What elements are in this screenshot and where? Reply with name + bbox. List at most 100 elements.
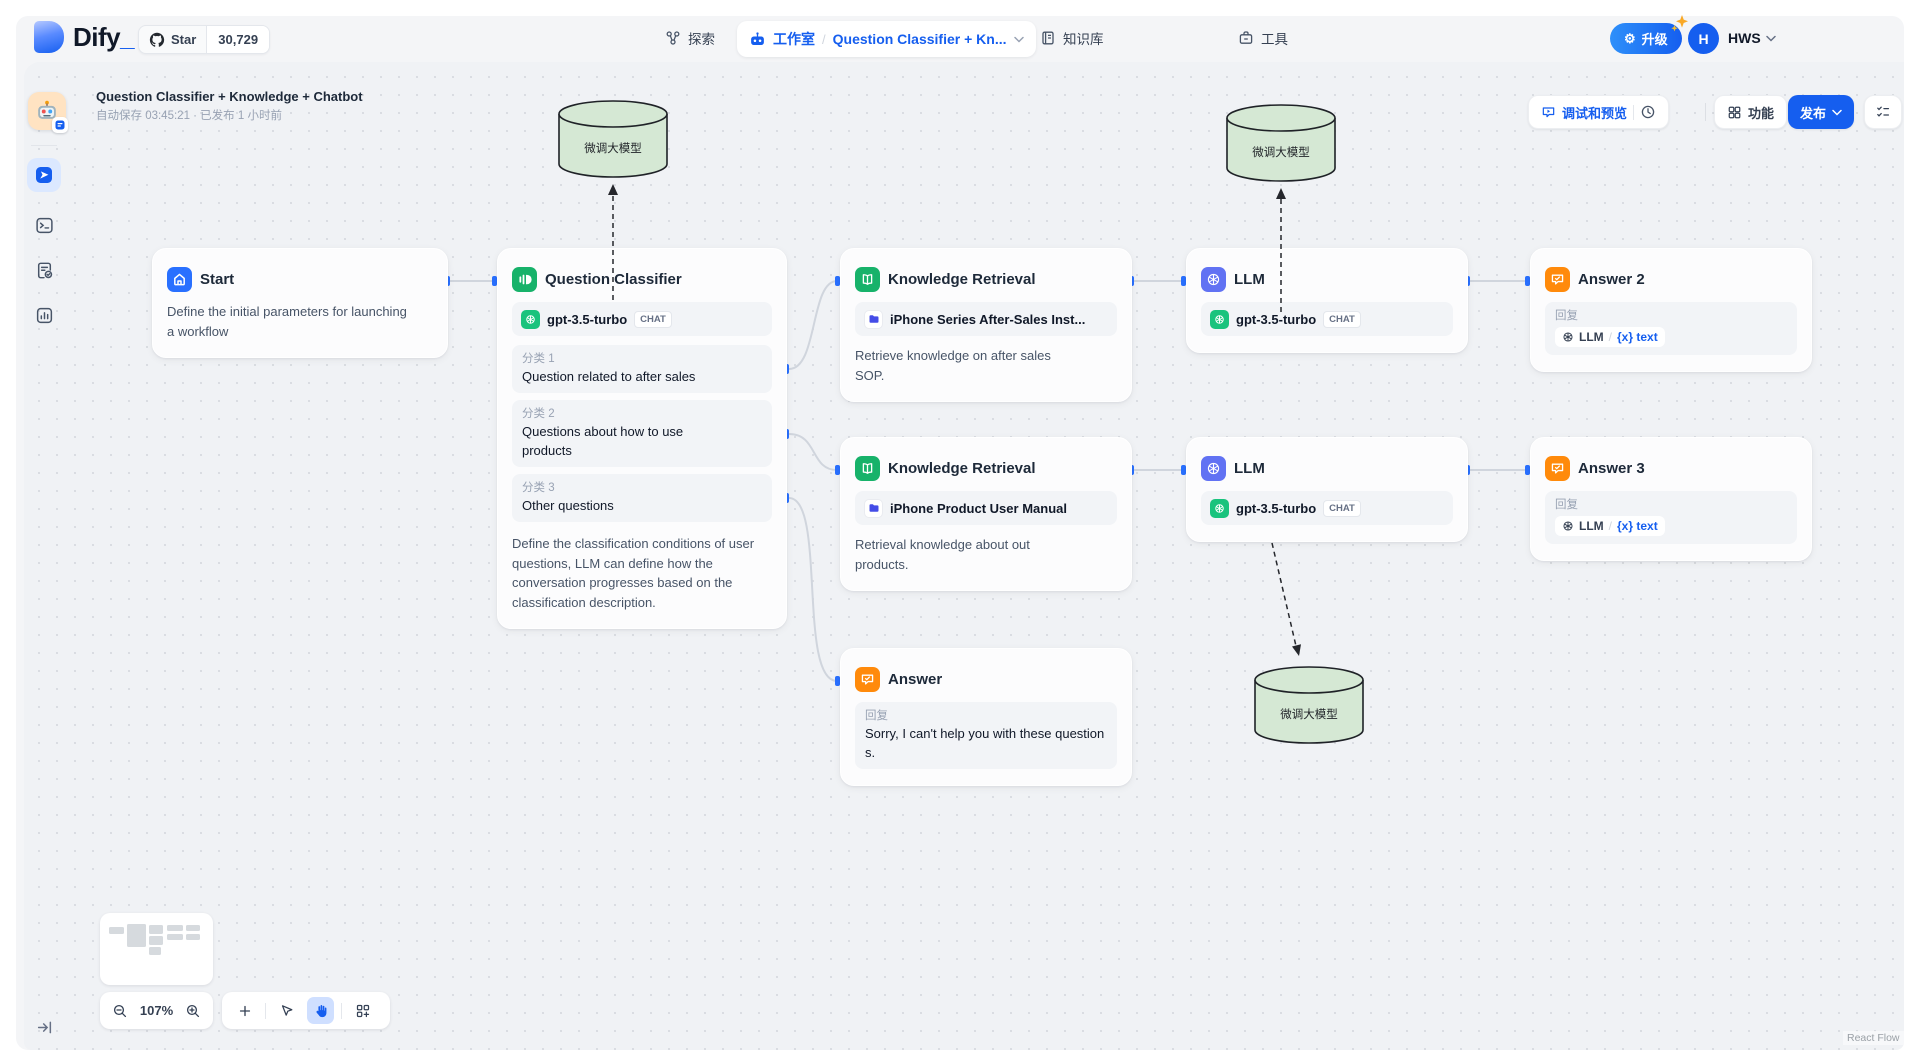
breadcrumb-app-name: Question Classifier + Kn... — [832, 31, 1007, 47]
book-icon — [855, 455, 880, 481]
logo-accent: _ — [120, 21, 135, 52]
hand-icon — [315, 1004, 326, 1017]
reply-box: 回复 Sorry, I can't help you with these qu… — [855, 702, 1117, 769]
node-start[interactable]: Start Define the initial parameters for … — [152, 248, 448, 358]
node-knowledge-retrieval-2[interactable]: Knowledge Retrieval iPhone Product User … — [840, 437, 1132, 591]
chevron-down-icon — [1013, 36, 1024, 43]
collapse-arrow-icon — [37, 1021, 51, 1033]
sidebar-item-orchestrate[interactable] — [27, 158, 61, 192]
node-knowledge-retrieval-1[interactable]: Knowledge Retrieval iPhone Series After-… — [840, 248, 1132, 402]
user-menu[interactable]: HWS — [1728, 30, 1776, 46]
app-type-badge — [52, 117, 68, 133]
debug-preview-button[interactable]: 调试和预览 — [1541, 103, 1627, 122]
toolbar-divider — [1705, 103, 1706, 121]
features-button[interactable]: 功能 — [1714, 95, 1788, 129]
node-llm-2[interactable]: LLM gpt-3.5-turbo CHAT — [1186, 437, 1468, 542]
dify-logo-mark — [34, 21, 64, 53]
pointer-icon — [281, 1004, 292, 1016]
home-icon — [167, 266, 192, 292]
node-answer-2[interactable]: Answer 2 回复 LLM / {x} text — [1530, 248, 1812, 372]
sidebar-item-monitoring[interactable] — [27, 300, 61, 330]
checklist-button[interactable] — [1864, 95, 1902, 129]
organize-blocks-button[interactable] — [349, 997, 376, 1024]
model-mode-badge: CHAT — [634, 310, 672, 328]
llm-icon — [1201, 455, 1226, 481]
checklist-icon — [1877, 106, 1890, 117]
hand-mode-button[interactable] — [307, 997, 334, 1024]
variable-chip[interactable]: LLM / {x} text — [1555, 327, 1665, 347]
robot-icon — [751, 31, 764, 45]
class-item-2: 分类 2 Questions about how to use products — [512, 400, 772, 467]
node-description: Retrieval knowledge about out products. — [855, 537, 1030, 572]
sparkle-icon — [1670, 15, 1688, 32]
version-history-icon[interactable] — [1640, 104, 1656, 120]
top-header: Dify_ Star 30,729 探索 工作室 / Question Clas… — [16, 15, 1904, 62]
llm-mini-icon — [1563, 521, 1573, 531]
node-question-classifier[interactable]: Question Classifier gpt-3.5-turbo CHAT 分… — [497, 248, 787, 629]
upgrade-button[interactable]: ⚙ 升级 — [1610, 15, 1688, 54]
workflow-autosave-status: 自动保存 03:45:21 · 已发布 1 小时前 — [96, 110, 282, 122]
canvas-tools — [222, 992, 390, 1029]
sidebar-item-api[interactable] — [27, 210, 61, 240]
nav-explore[interactable]: 探索 — [665, 28, 715, 48]
nav-tools[interactable]: 工具 — [1238, 28, 1288, 48]
node-answer[interactable]: Answer 回复 Sorry, I can't help you with t… — [840, 648, 1132, 786]
node-llm-1[interactable]: LLM gpt-3.5-turbo CHAT — [1186, 248, 1468, 353]
gear-icon: ⚙ — [1624, 30, 1636, 46]
star-label: Star — [171, 32, 197, 47]
node-title: Start — [200, 270, 235, 288]
terminal-icon — [35, 217, 53, 233]
react-flow-attribution[interactable]: React Flow — [1843, 1031, 1904, 1045]
publish-button[interactable]: 发布 — [1788, 95, 1855, 129]
bar-chart-icon — [36, 307, 52, 323]
class-item-1: 分类 1 Question related to after sales — [512, 345, 772, 393]
zoom-level[interactable]: 107% — [139, 1003, 174, 1018]
github-star-widget[interactable]: Star 30,729 — [138, 25, 271, 54]
node-title: LLM — [1234, 270, 1265, 288]
model-selector[interactable]: gpt-3.5-turbo CHAT — [1201, 302, 1453, 336]
dify-logo[interactable]: Dify_ — [34, 21, 135, 53]
minimap[interactable] — [100, 913, 213, 985]
nav-studio-breadcrumb[interactable]: 工作室 / Question Classifier + Kn... — [737, 21, 1036, 57]
model-selector[interactable]: gpt-3.5-turbo CHAT — [1201, 491, 1453, 525]
github-icon — [149, 32, 165, 47]
add-node-button[interactable] — [231, 997, 258, 1024]
openai-icon — [1210, 498, 1229, 518]
chevron-down-icon — [1765, 35, 1776, 42]
zoom-controls: 107% — [100, 992, 213, 1029]
folder-icon — [864, 498, 883, 518]
user-avatar[interactable]: H — [1688, 23, 1719, 54]
openai-icon — [521, 309, 540, 329]
book-icon — [855, 266, 880, 292]
star-count: 30,729 — [206, 26, 270, 53]
sidebar-divider — [31, 145, 57, 146]
sidebar-item-logs[interactable] — [27, 255, 61, 285]
model-selector[interactable]: gpt-3.5-turbo CHAT — [512, 302, 772, 336]
logs-annotations-icon — [37, 262, 52, 278]
dataset-chip[interactable]: iPhone Product User Manual — [855, 491, 1117, 525]
sidebar-collapse-button[interactable] — [27, 1012, 61, 1042]
variable-chip[interactable]: LLM / {x} text — [1555, 516, 1665, 536]
orchestrate-icon — [36, 167, 52, 183]
knowledge-icon — [1042, 31, 1054, 45]
node-answer-3[interactable]: Answer 3 回复 LLM / {x} text — [1530, 437, 1812, 561]
zoom-out-button[interactable] — [109, 997, 131, 1024]
tools-divider — [341, 1002, 342, 1019]
model-mode-badge: CHAT — [1323, 499, 1361, 517]
nav-studio: 工作室 — [773, 31, 815, 47]
llm-icon — [1201, 266, 1226, 292]
debug-preview-group: 调试和预览 — [1528, 95, 1670, 129]
dataset-chip[interactable]: iPhone Series After-Sales Inst... — [855, 302, 1117, 336]
folder-icon — [864, 309, 883, 329]
zoom-in-button[interactable] — [183, 997, 205, 1024]
node-description: Define the classification conditions of … — [512, 536, 755, 610]
node-title: Knowledge Retrieval — [888, 459, 1036, 477]
robot-emoji — [38, 100, 56, 119]
llm-mini-icon — [1563, 332, 1573, 342]
toolbar-divider — [1633, 104, 1635, 120]
explore-icon — [666, 31, 680, 45]
pointer-mode-button[interactable] — [273, 997, 300, 1024]
node-title: Answer — [888, 670, 943, 688]
node-title: Question Classifier — [545, 270, 682, 288]
nav-knowledge[interactable]: 知识库 — [1040, 28, 1104, 48]
